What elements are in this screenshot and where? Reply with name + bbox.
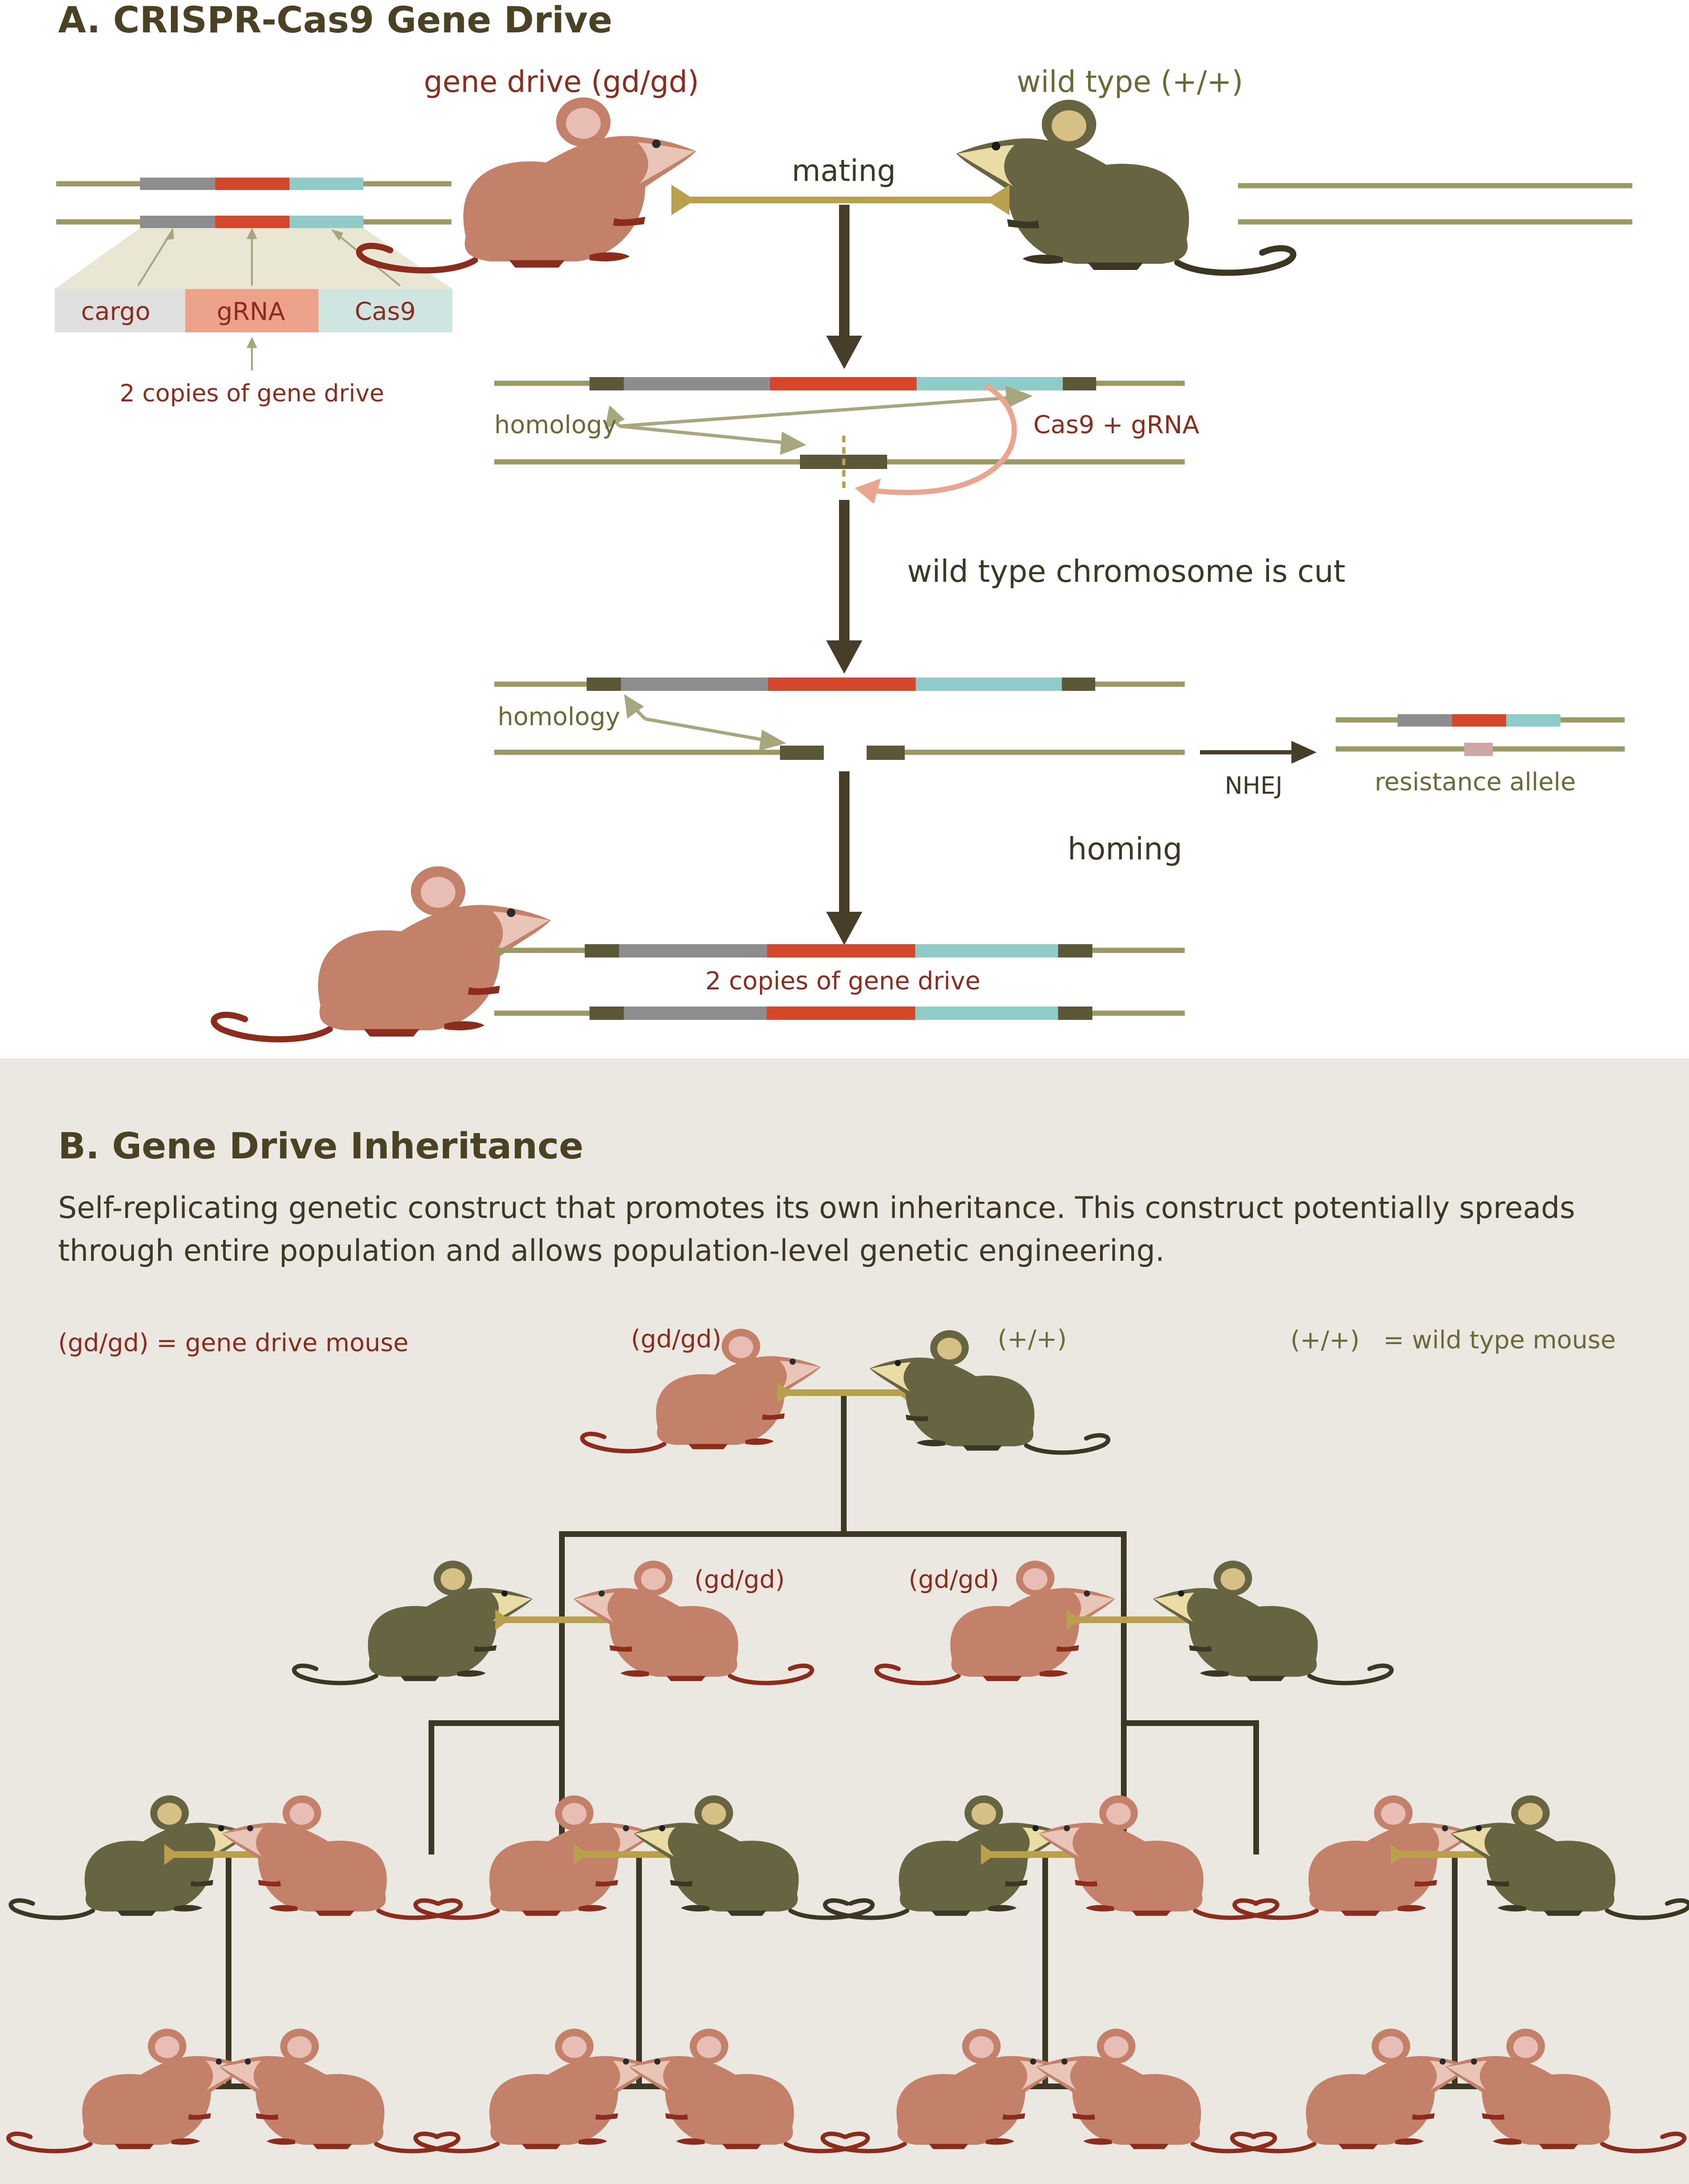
grna-label: gRNA	[217, 298, 285, 326]
panel-b-background	[0, 1058, 1689, 2184]
legend-wt-symbol: (+/+)	[1290, 1326, 1359, 1355]
wild-type-label: wild type (+/+)	[1017, 64, 1243, 99]
panel-a-title: A. CRISPR-Cas9 Gene Drive	[58, 0, 612, 41]
legend-wt-text: = wild type mouse	[1383, 1326, 1616, 1355]
legend-pointer-arrows	[137, 227, 401, 370]
cargo-box	[55, 289, 185, 332]
gene-drive-label: gene drive (gd/gd)	[424, 64, 699, 99]
gen0-wt-label: (+/+)	[998, 1325, 1067, 1354]
resistance-label: resistance allele	[1375, 768, 1576, 797]
stage3-chromosomes	[494, 944, 1185, 1020]
gene-drive-legend: cargo gRNA Cas9	[55, 289, 452, 332]
mating-label: mating	[792, 153, 896, 188]
stage1-chromosomes	[494, 377, 1185, 490]
cas9-cut-arrow	[871, 383, 1017, 495]
cut-caption: wild type chromosome is cut	[907, 554, 1345, 589]
stage2-chromosomes	[494, 678, 1185, 760]
legend-gd: (gd/gd) = gene drive mouse	[58, 1329, 409, 1357]
homing-label: homing	[1068, 832, 1182, 867]
panel-b-title: B. Gene Drive Inheritance	[58, 1125, 583, 1167]
gen1-right-label: (gd/gd)	[909, 1566, 999, 1594]
wt-parent-chromosomes	[1238, 183, 1632, 225]
homology-label-1: homology	[494, 411, 617, 439]
gd-parent-chromosomes	[56, 178, 451, 228]
nhej-label: NHEJ	[1225, 772, 1282, 799]
cas9-label: Cas9	[355, 298, 416, 326]
homology-arrows-2	[624, 694, 787, 751]
grna-box	[185, 289, 319, 332]
cas9-grna-label: Cas9 + gRNA	[1033, 411, 1199, 439]
nhej-arrow	[1200, 741, 1317, 764]
cas9-box	[319, 289, 452, 332]
two-copies-label-bottom: 2 copies of gene drive	[705, 967, 980, 996]
resistance-chromosomes	[1336, 714, 1625, 756]
cargo-label: cargo	[81, 298, 150, 326]
homology-arrows-1	[605, 385, 1033, 455]
panel-b-description-line1: Self-replicating genetic construct that …	[58, 1190, 1575, 1225]
gen0-gd-label: (gd/gd)	[631, 1325, 721, 1354]
gen1-left-label: (gd/gd)	[694, 1566, 785, 1594]
mating-bar	[671, 185, 1009, 215]
homology-label-2: homology	[498, 703, 620, 731]
two-copies-label-top: 2 copies of gene drive	[120, 379, 384, 407]
panel-b-description-line2: through entire population and allows pop…	[58, 1233, 1165, 1268]
main-flow-arrows	[826, 205, 862, 945]
zoom-shading	[55, 228, 452, 289]
